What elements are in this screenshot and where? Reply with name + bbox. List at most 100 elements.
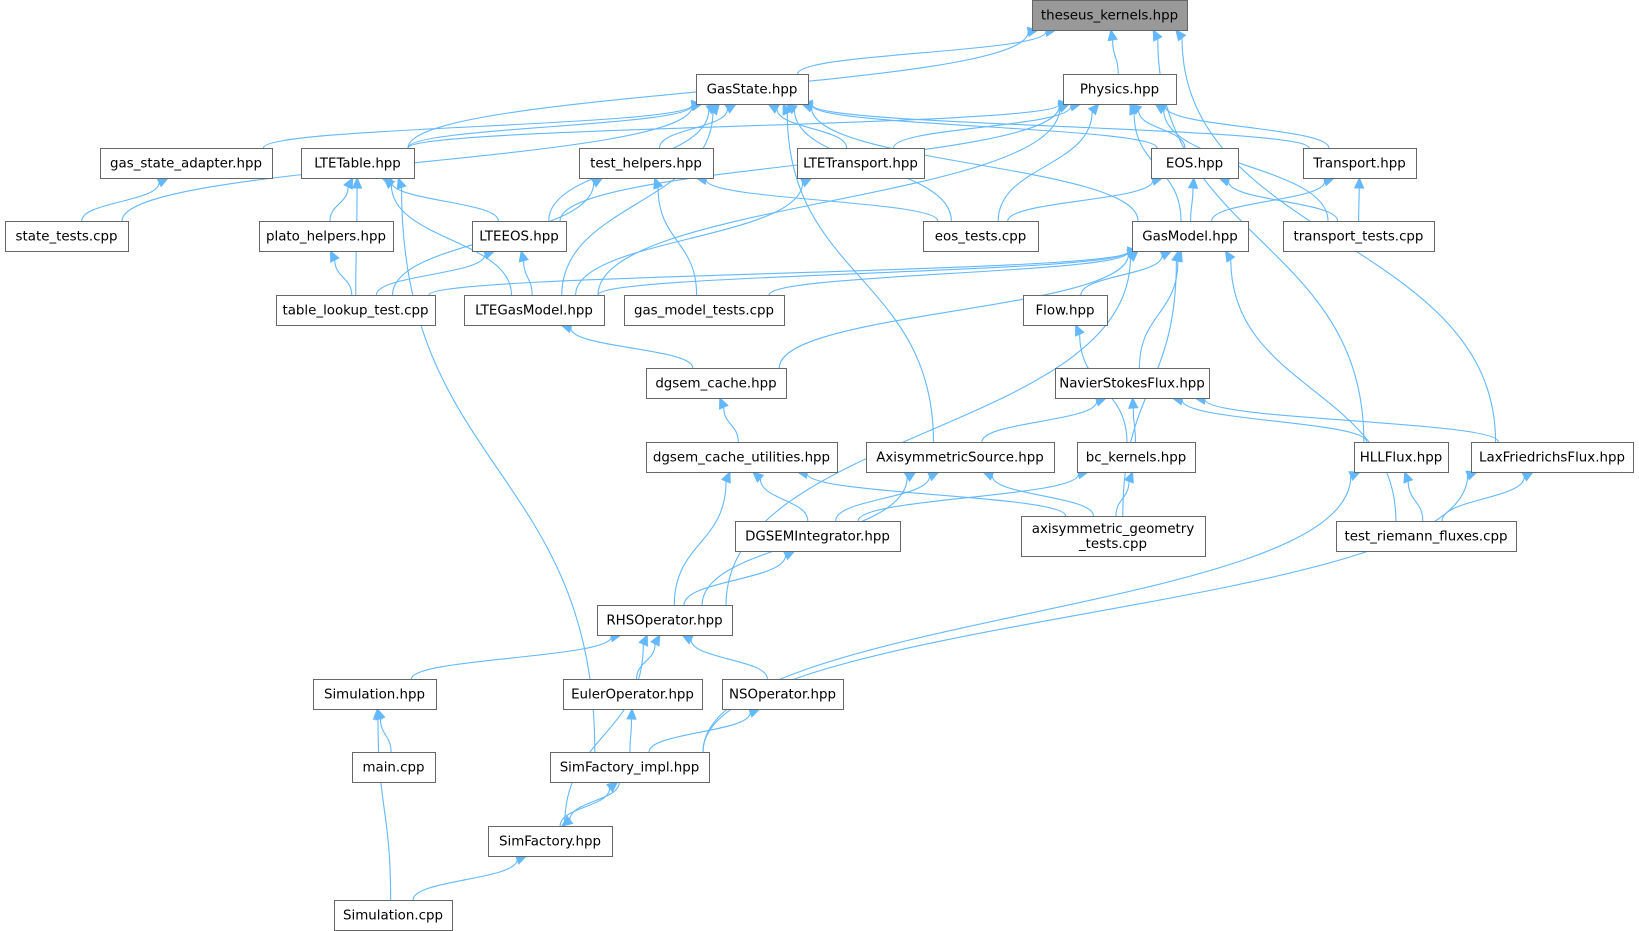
node-axisource[interactable]: AxisymmetricSource.hpp <box>866 442 1055 473</box>
node-lteeos[interactable]: LTEEOS.hpp <box>472 221 567 252</box>
node-gasstate[interactable]: GasState.hpp <box>696 74 809 105</box>
node-rhs[interactable]: RHSOperator.hpp <box>597 605 733 636</box>
node-hllflux[interactable]: HLLFlux.hpp <box>1354 442 1449 473</box>
node-simfactimpl[interactable]: SimFactory_impl.hpp <box>550 752 710 783</box>
edge-hllflux-to-nsflux <box>1181 399 1368 443</box>
edge-laxflux-to-nsflux <box>1204 399 1499 443</box>
node-eostests[interactable]: eos_tests.cpp <box>923 221 1039 252</box>
node-transporttests[interactable]: transport_tests.cpp <box>1283 221 1435 252</box>
node-euler[interactable]: EulerOperator.hpp <box>563 679 703 710</box>
node-dgsemint[interactable]: DGSEMIntegrator.hpp <box>735 521 901 552</box>
edge-ltetransport-to-gasstate <box>776 108 848 149</box>
node-tablelookup[interactable]: table_lookup_test.cpp <box>276 295 436 326</box>
node-box <box>1055 368 1210 399</box>
node-box <box>696 74 809 105</box>
node-gasmodeltests[interactable]: gas_model_tests.cpp <box>624 295 785 326</box>
node-axigeo[interactable]: axisymmetric_geometry_tests.cpp <box>1021 516 1206 557</box>
arrowhead-dgsemutil-to-dgsemcache <box>719 396 729 410</box>
node-label: RHSOperator.hpp <box>606 614 722 629</box>
edge-transporttests-to-physics <box>1163 109 1329 222</box>
node-box <box>5 221 129 252</box>
node-statetests[interactable]: state_tests.cpp <box>5 221 129 252</box>
node-physics[interactable]: Physics.hpp <box>1063 74 1177 105</box>
arrowhead-eostests-to-physics <box>1087 103 1100 116</box>
node-label: theseus_kernels.hpp <box>1041 9 1178 24</box>
arrowhead-simfactory-to-simfactimpl <box>606 781 619 793</box>
node-label: axisymmetric_geometry <box>1032 522 1195 537</box>
node-maincpp[interactable]: main.cpp <box>352 752 436 783</box>
node-ltetable[interactable]: LTETable.hpp <box>301 148 415 179</box>
edge-hllflux-to-theseus <box>1157 38 1365 443</box>
edge-dgsemint-to-dgsemutil <box>759 478 809 522</box>
node-label: LTETransport.hpp <box>803 157 918 172</box>
node-label: bc_kernels.hpp <box>1086 451 1187 466</box>
edge-statetests-to-gsa <box>81 182 160 222</box>
edge-rhs-to-dgsemutil <box>673 481 727 606</box>
edge-axigeo-to-axisource <box>991 475 1095 517</box>
node-label: test_riemann_fluxes.cpp <box>1344 530 1507 545</box>
edge-axisource-to-gasstate <box>786 113 935 443</box>
edge-gasmodel-to-transport <box>1211 181 1326 222</box>
node-box <box>1471 442 1634 473</box>
node-box <box>1132 221 1249 252</box>
node-riemann[interactable]: test_riemann_fluxes.cpp <box>1336 521 1517 552</box>
node-label: LTEEOS.hpp <box>479 230 559 245</box>
edge-riemann-to-hllflux <box>1407 481 1424 522</box>
node-testhelpers[interactable]: test_helpers.hpp <box>579 148 714 179</box>
node-simulation[interactable]: Simulation.hpp <box>313 679 437 710</box>
edge-maincpp-to-simulation <box>379 718 392 753</box>
node-nsflux[interactable]: NavierStokesFlux.hpp <box>1055 368 1210 399</box>
node-plato[interactable]: plato_helpers.hpp <box>259 221 394 252</box>
node-box <box>301 148 415 179</box>
node-box <box>1151 148 1239 179</box>
node-simcpp[interactable]: Simulation.cpp <box>334 900 453 931</box>
node-ltegasmodel[interactable]: LTEGasModel.hpp <box>464 295 605 326</box>
edge-bckernels-to-nsflux <box>1132 407 1137 443</box>
node-flow[interactable]: Flow.hpp <box>1023 295 1108 326</box>
node-ltetransport[interactable]: LTETransport.hpp <box>797 148 925 179</box>
edge-dgsemint-to-axisource <box>835 476 931 522</box>
node-label: transport_tests.cpp <box>1294 230 1424 245</box>
node-bckernels[interactable]: bc_kernels.hpp <box>1077 442 1196 473</box>
arrowhead-rhs-to-gasmodel <box>1126 250 1139 262</box>
edge-ltetable-to-gasstate <box>407 105 693 149</box>
arrowhead-simfactimpl-to-simfactory <box>560 815 574 827</box>
edge-axigeo-to-dgsemutil <box>806 473 1067 517</box>
edge-eostests-to-eos <box>1007 180 1154 222</box>
node-dgsemcache[interactable]: dgsem_cache.hpp <box>646 368 787 399</box>
arrowhead-physics-to-theseus <box>1107 28 1118 42</box>
edge-transporttests-to-transport <box>1358 187 1360 222</box>
edge-dgsemint-to-bckernels <box>857 473 1079 522</box>
node-theseus[interactable]: theseus_kernels.hpp <box>1032 0 1188 31</box>
node-dgsemutil[interactable]: dgsem_cache_utilities.hpp <box>646 442 838 473</box>
arrowhead-transporttests-to-transport <box>1353 176 1365 189</box>
node-laxflux[interactable]: LaxFriedrichsFlux.hpp <box>1471 442 1634 473</box>
edge-simcpp-to-simulation <box>377 718 392 901</box>
arrowhead-bckernels-to-nsflux <box>1128 396 1139 409</box>
edge-lteeos-to-ltetable <box>390 181 499 222</box>
edge-ltetransport-to-physics <box>892 106 1072 149</box>
edge-nsop-to-rhs <box>690 639 769 680</box>
node-eos[interactable]: EOS.hpp <box>1151 148 1239 179</box>
edge-ltegasmodel-to-ltetable <box>390 184 513 296</box>
arrowhead-simfactory-to-rhs <box>638 633 648 647</box>
edge-eostests-to-physics <box>997 111 1093 222</box>
arrowhead-ltegasmodel-to-gasstate <box>708 103 721 116</box>
node-simfactory[interactable]: SimFactory.hpp <box>488 826 613 857</box>
edge-axigeo-to-bckernels <box>1115 481 1130 517</box>
edge-eostests-to-testhelpers <box>705 179 939 222</box>
node-label: LTETable.hpp <box>314 157 401 172</box>
arrowhead-tablelookup-to-ltetable <box>351 176 363 189</box>
node-gsa[interactable]: gas_state_adapter.hpp <box>100 148 273 179</box>
arrowhead-gasmodel-to-eos <box>1187 176 1199 189</box>
node-gasmodel[interactable]: GasModel.hpp <box>1132 221 1249 252</box>
edge-simfactimpl-to-euler <box>629 718 633 753</box>
node-transport[interactable]: Transport.hpp <box>1303 148 1417 179</box>
arrowhead-dgsemint-to-dgsemutil <box>751 471 765 483</box>
edge-simfactimpl-to-ltetable <box>400 187 596 753</box>
arrowhead-rhs-to-dgsemutil <box>721 470 731 484</box>
node-box <box>464 295 605 326</box>
edge-tablelookup-to-lteeos <box>375 254 486 296</box>
node-nsop[interactable]: NSOperator.hpp <box>722 679 844 710</box>
